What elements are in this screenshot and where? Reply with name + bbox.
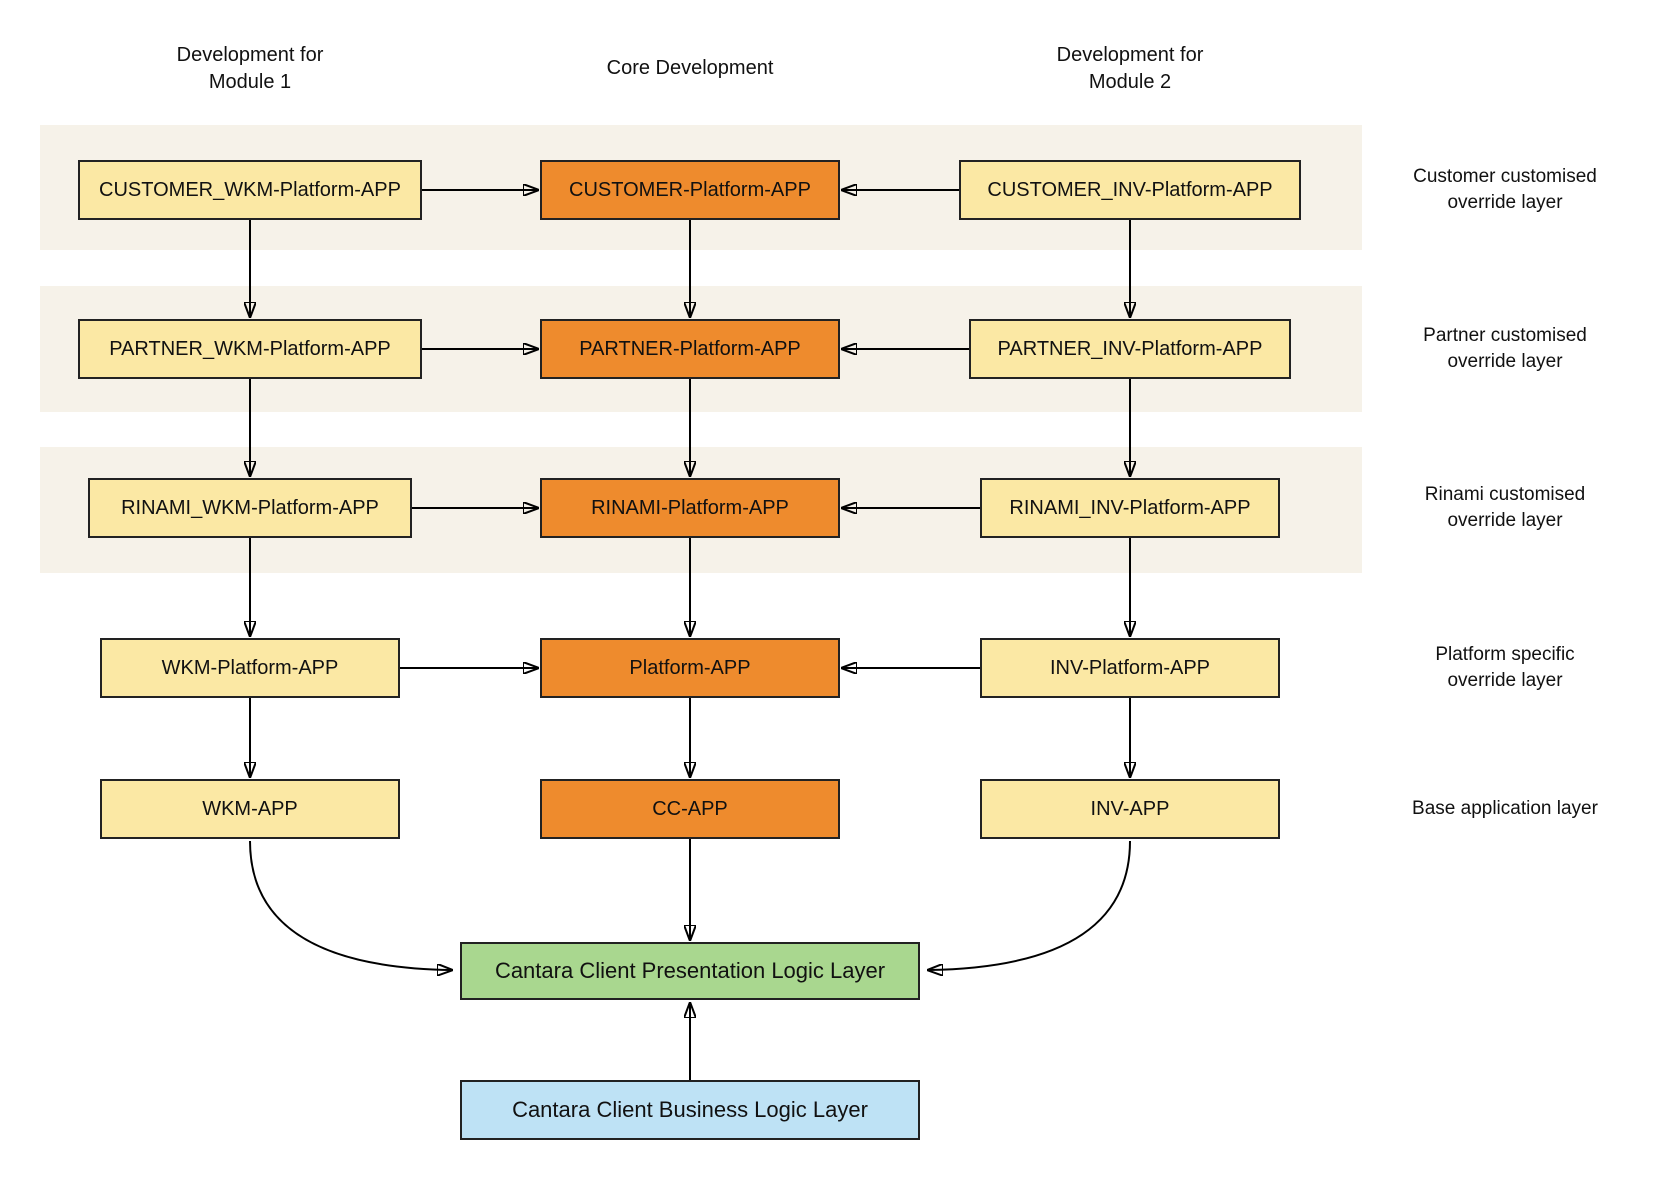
node-cantara-presentation-logic-layer: Cantara Client Presentation Logic Layer (460, 942, 920, 1000)
node-wkm-platform-app: WKM-Platform-APP (100, 638, 400, 698)
node-cc-app: CC-APP (540, 779, 840, 839)
node-partner-wkm-platform-app: PARTNER_WKM-Platform-APP (78, 319, 422, 379)
arrow-wkm-app-to-presentation (249, 840, 452, 970)
node-partner-platform-app: PARTNER-Platform-APP (540, 319, 840, 379)
layer-label-partner: Partner customised override layer (1423, 325, 1587, 372)
layer-label-platform: Platform specific override layer (1435, 644, 1575, 691)
layer-label-rinami: Rinami customised override layer (1424, 484, 1586, 531)
arrow-inv-app-to-presentation (928, 840, 1131, 970)
node-rinami-wkm-platform-app: RINAMI_WKM-Platform-APP (88, 478, 412, 538)
node-wkm-app: WKM-APP (100, 779, 400, 839)
node-platform-app: Platform-APP (540, 638, 840, 698)
column-header-module1: Development for Module 1 (176, 44, 324, 93)
column-header-core: Core Development (606, 57, 774, 79)
node-customer-wkm-platform-app: CUSTOMER_WKM-Platform-APP (78, 160, 422, 220)
layer-label-customer: Customer customised override layer (1413, 166, 1597, 213)
node-rinami-platform-app: RINAMI-Platform-APP (540, 478, 840, 538)
node-cantara-business-logic-layer: Cantara Client Business Logic Layer (460, 1080, 920, 1140)
layer-label-base: Base application layer (1412, 798, 1598, 819)
column-header-module2: Development for Module 2 (1056, 44, 1204, 93)
node-inv-platform-app: INV-Platform-APP (980, 638, 1280, 698)
node-inv-app: INV-APP (980, 779, 1280, 839)
node-rinami-inv-platform-app: RINAMI_INV-Platform-APP (980, 478, 1280, 538)
node-customer-platform-app: CUSTOMER-Platform-APP (540, 160, 840, 220)
node-partner-inv-platform-app: PARTNER_INV-Platform-APP (969, 319, 1291, 379)
node-customer-inv-platform-app: CUSTOMER_INV-Platform-APP (959, 160, 1301, 220)
